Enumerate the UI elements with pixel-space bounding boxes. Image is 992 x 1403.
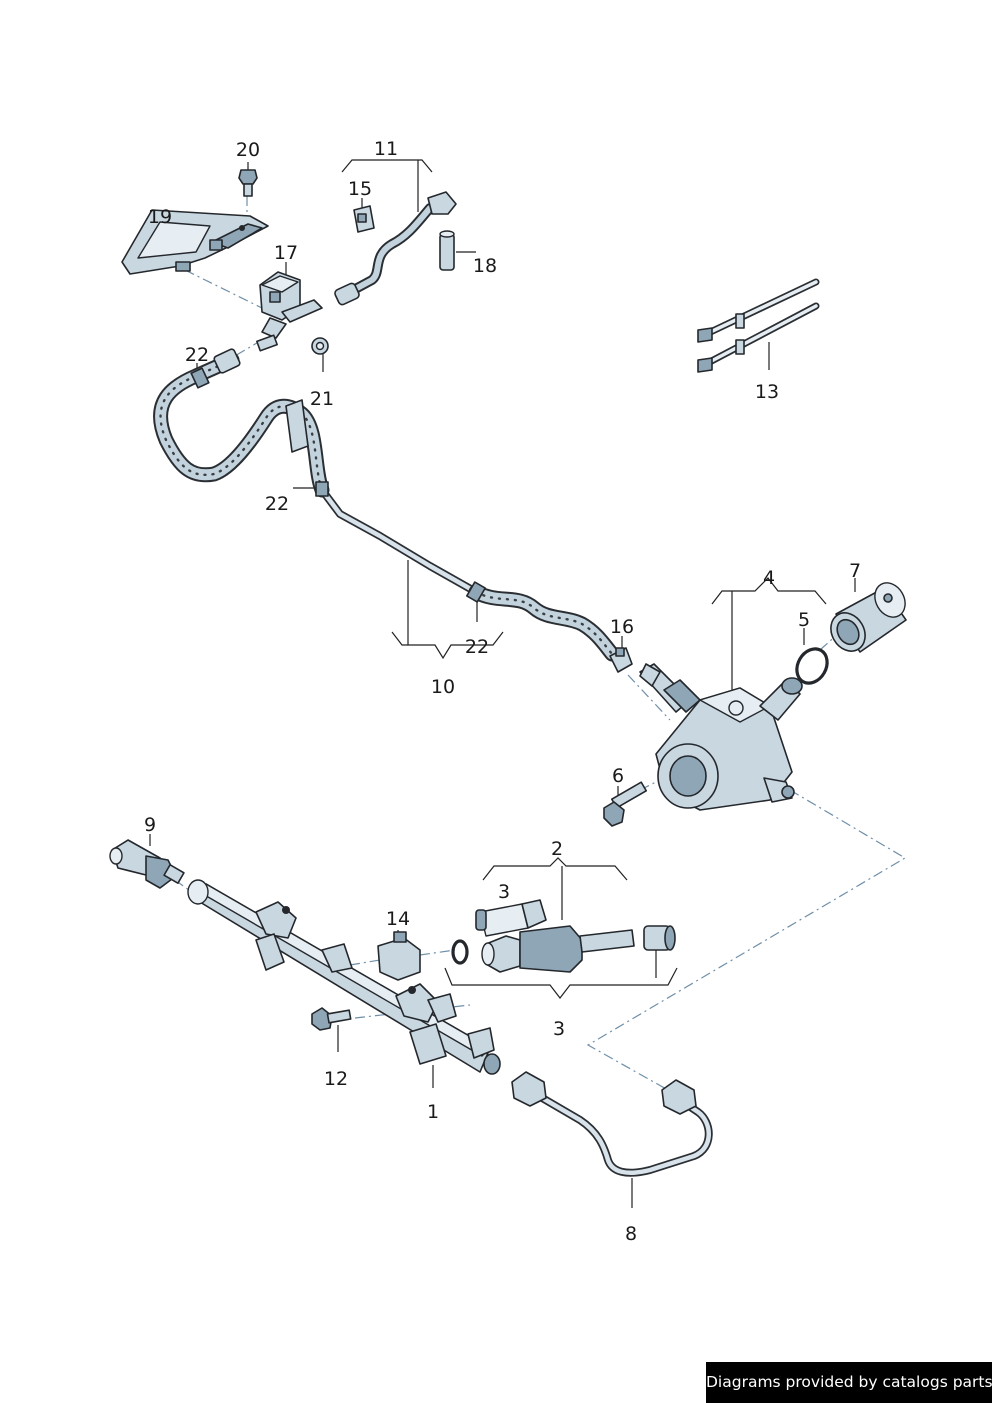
o-ring-part-5 [795,647,829,685]
callout-17: 17 [274,242,298,264]
callout-3-b: 3 [553,1018,565,1040]
clip-part-15 [353,205,375,233]
callout-13: 13 [755,381,779,403]
fuel-hose-part-10 [153,348,620,662]
callout-22-c: 22 [465,636,489,658]
nut-part-21 [311,337,329,355]
callout-16: 16 [610,616,634,638]
callout-6: 6 [612,765,624,787]
injector-part-2 [475,899,635,973]
callout-22-a: 22 [185,344,209,366]
callout-15: 15 [348,178,372,200]
fuel-rail-part-1 [187,879,501,1075]
harness-part-11 [334,191,457,306]
sensor-part-9 [109,839,185,889]
clip-part-14 [377,931,421,981]
cable-ties-part-13 [697,278,820,373]
callout-5: 5 [798,609,810,631]
hose-clip-part-16 [609,647,633,673]
bolt-part-6 [603,781,648,827]
callout-2: 2 [551,838,563,860]
bracket-part-19 [121,209,269,275]
callout-20: 20 [236,139,260,161]
attribution-badge: Diagrams provided by catalogs parts [706,1362,992,1403]
callout-9: 9 [144,814,156,836]
sleeve-part-18 [439,230,455,271]
o-ring-part-3 [451,939,469,965]
callout-21: 21 [310,388,334,410]
callout-4: 4 [763,567,775,589]
callout-labels: 20 11 15 19 17 18 22 21 13 22 4 7 5 16 2… [144,138,861,1245]
callout-14: 14 [386,908,410,930]
callout-12: 12 [324,1068,348,1090]
callout-18: 18 [473,255,497,277]
callout-11: 11 [374,138,398,160]
callout-7: 7 [849,560,861,582]
callout-22-b: 22 [265,493,289,515]
pump-part-4 [639,663,803,811]
hp-pipe-part-8 [511,1071,713,1177]
callout-8: 8 [625,1223,637,1245]
callout-19: 19 [148,206,172,228]
valve-part-17 [256,271,323,352]
sleeve-part-3 [643,925,676,951]
callout-10: 10 [431,676,455,698]
bolt-part-20 [238,169,258,197]
callout-1: 1 [427,1101,439,1123]
cap-part-7 [830,582,907,653]
callout-3-a: 3 [498,881,510,903]
bolt-part-12 [311,1007,352,1031]
